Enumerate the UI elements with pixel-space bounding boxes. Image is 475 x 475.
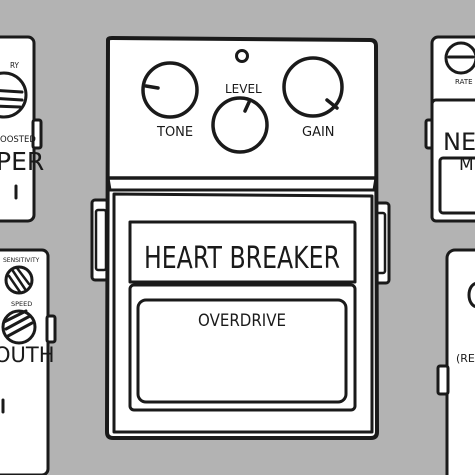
left-bottom-pedal-speed-label: SPEED <box>11 300 32 308</box>
right-bottom-pedal-knob <box>467 282 475 308</box>
left-bottom-pedal-name: OUTH <box>0 343 55 367</box>
left-bottom-pedal <box>0 248 57 475</box>
tone-label: TONE <box>156 125 193 140</box>
left-top-pedal-jack <box>31 118 43 150</box>
main-pedal-type: OVERDRIVE <box>198 311 286 331</box>
left-top-pedal-label-top: RY <box>10 61 19 70</box>
main-pedal-name-plate <box>128 220 357 284</box>
left-top-pedal-knob-hatch <box>0 89 24 109</box>
level-knob <box>211 96 269 154</box>
gain-knob <box>282 56 344 118</box>
main-pedal-footswitch-inner <box>136 298 348 404</box>
main-pedal-lower-frame <box>112 192 374 434</box>
main-pedal <box>90 36 391 440</box>
tone-knob <box>141 61 199 119</box>
right-top-pedal-sub: M <box>459 155 474 175</box>
left-top-pedal-label-mid: OOSTED <box>0 135 36 145</box>
right-top-pedal-footswitch <box>438 156 475 215</box>
main-pedal-led <box>235 49 249 63</box>
left-top-pedal-name: PER <box>0 147 44 176</box>
gain-label: GAIN <box>302 125 335 140</box>
left-bottom-pedal-body <box>0 248 50 475</box>
right-bottom-pedal-label: (REA <box>456 352 475 365</box>
right-top-pedal <box>424 35 475 223</box>
level-label: LEVEL <box>225 82 262 96</box>
left-top-pedal <box>0 35 43 223</box>
right-top-pedal-rate-label: RATE <box>455 78 473 86</box>
right-bottom-pedal-jack <box>436 364 450 396</box>
right-top-pedal-name: NE <box>443 128 475 156</box>
left-bottom-pedal-sensitivity-label: SENSITIVITY <box>3 257 40 264</box>
right-bottom-pedal <box>436 248 475 475</box>
main-pedal-name: HEART BREAKER <box>144 241 340 276</box>
left-bottom-pedal-jack <box>45 314 57 344</box>
